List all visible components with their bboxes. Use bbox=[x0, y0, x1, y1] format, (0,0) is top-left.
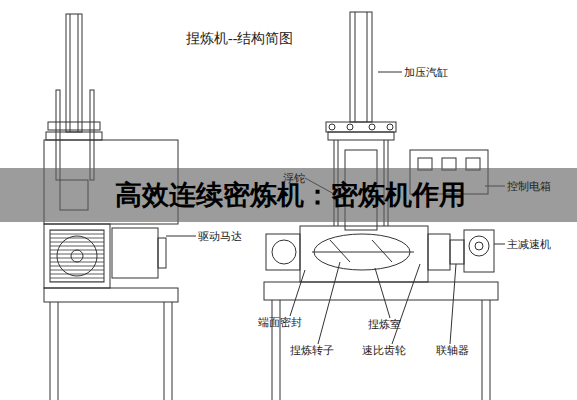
part-label: 浮铊 bbox=[283, 172, 305, 184]
part-label: 捏炼室 bbox=[368, 318, 401, 330]
part-label: 主减速机 bbox=[507, 238, 551, 250]
diagram-title: 捏炼机--结构简图 bbox=[186, 30, 293, 48]
part-label: 控制电箱 bbox=[507, 180, 551, 192]
part-label: 加压汽缸 bbox=[404, 66, 448, 78]
part-label: 联轴器 bbox=[436, 344, 469, 356]
part-label: 驱动马达 bbox=[198, 230, 242, 242]
part-label: 速比齿轮 bbox=[362, 344, 406, 356]
part-label: 端面密封 bbox=[258, 316, 302, 328]
part-label: 捏炼转子 bbox=[290, 344, 334, 356]
